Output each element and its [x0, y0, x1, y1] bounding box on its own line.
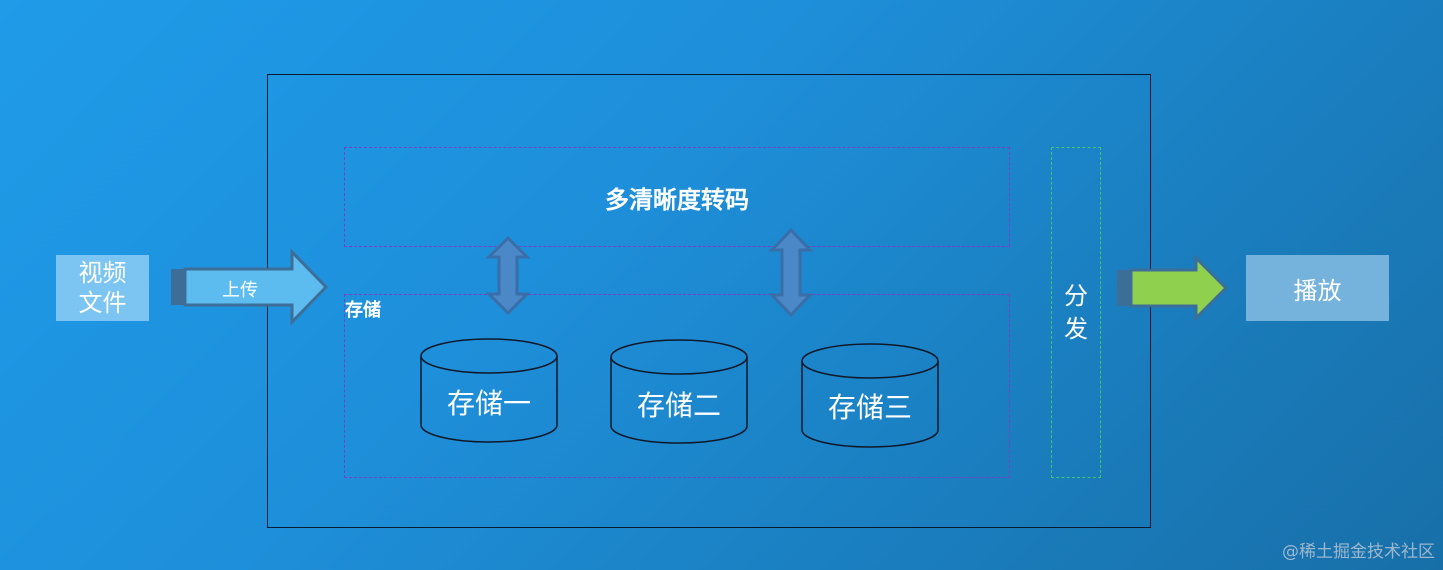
- storage-unit-3-label: 存储三: [827, 391, 912, 424]
- double-arrow-2: [768, 227, 814, 318]
- transcode-label: 多清晰度转码: [605, 184, 749, 214]
- storage-unit-1-label: 存储一: [446, 387, 531, 420]
- storage-label: 存储: [345, 300, 381, 321]
- storage-region: [344, 294, 1010, 478]
- upload-arrow: [171, 248, 329, 326]
- storage-cylinder-1: [420, 338, 558, 443]
- distribute-label: 分发: [1051, 280, 1101, 346]
- distribute-region: [1051, 147, 1101, 478]
- storage-cylinder-2: [610, 339, 748, 444]
- storage-unit-2-label: 存储二: [636, 389, 721, 422]
- play-arrow: [1117, 254, 1229, 322]
- distribute-text: 分发: [1064, 282, 1088, 343]
- upload-label: 上传: [222, 280, 258, 301]
- transcode-region: 多清晰度转码: [344, 147, 1010, 247]
- playback-label: 播放: [1293, 276, 1342, 305]
- watermark: @稀土掘金技术社区: [1282, 542, 1435, 562]
- video-file-box: 视频文件: [56, 255, 149, 321]
- storage-cylinder-3: [801, 343, 939, 448]
- playback-box: 播放: [1246, 255, 1389, 321]
- double-arrow-1: [485, 235, 531, 316]
- video-file-label: 视频文件: [78, 259, 127, 317]
